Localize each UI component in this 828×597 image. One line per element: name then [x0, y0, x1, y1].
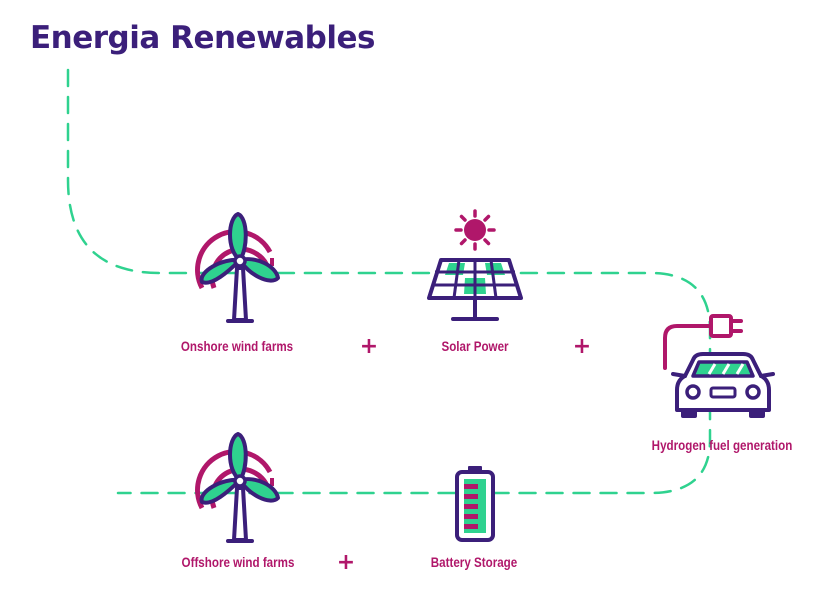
solar-panel-icon	[427, 209, 523, 321]
node-label-solar: Solar Power	[441, 339, 509, 354]
plus-icon: +	[359, 334, 379, 359]
node-label-battery: Battery Storage	[430, 555, 518, 570]
plus-icon: +	[572, 334, 592, 359]
node-label-hydrogen: Hydrogen fuel generation	[651, 438, 793, 453]
wind-turbine-icon	[195, 212, 280, 323]
page-title: Energia Renewables	[30, 20, 375, 56]
battery-icon	[455, 466, 495, 542]
node-label-offshore: Offshore wind farms	[181, 555, 295, 570]
electric-car-icon	[663, 314, 775, 418]
plus-icon: +	[336, 550, 356, 575]
wind-turbine-icon	[195, 432, 280, 543]
node-label-onshore: Onshore wind farms	[180, 339, 294, 354]
